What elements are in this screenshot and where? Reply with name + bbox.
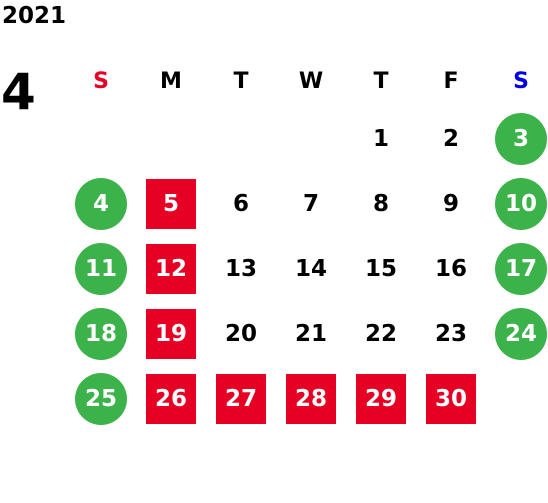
- day-cell-closed: 29: [346, 366, 416, 431]
- day-number: 11: [75, 242, 127, 295]
- day-number: 4: [75, 177, 127, 230]
- day-number: 18: [75, 307, 127, 360]
- day-number: 7: [302, 190, 319, 217]
- day-number: 17: [495, 242, 547, 295]
- day-number: 10: [495, 177, 547, 230]
- weekday-header: T: [373, 68, 389, 94]
- day-cell-closed: 26: [136, 366, 206, 431]
- day-number: 20: [224, 320, 257, 347]
- day-number: 13: [224, 255, 257, 282]
- day-cell-holiday: 25: [66, 366, 136, 431]
- empty-day-cell: [136, 106, 206, 171]
- day-number: 21: [294, 320, 327, 347]
- day-number: 14: [294, 255, 327, 282]
- day-cell-holiday: 10: [486, 171, 548, 236]
- day-number: 24: [495, 307, 547, 360]
- day-cell-holiday: 4: [66, 171, 136, 236]
- calendar-month: 4: [1, 63, 36, 121]
- day-number: 15: [364, 255, 397, 282]
- day-cell-closed: 28: [276, 366, 346, 431]
- day-cell: 23: [416, 301, 486, 366]
- day-cell-closed: 27: [206, 366, 276, 431]
- day-cell: 22: [346, 301, 416, 366]
- day-cell-closed: 5: [136, 171, 206, 236]
- day-cell-holiday: 11: [66, 236, 136, 301]
- day-cell: 2: [416, 106, 486, 171]
- empty-day-cell: [276, 106, 346, 171]
- weekday-header: W: [298, 68, 324, 94]
- day-cell: 6: [206, 171, 276, 236]
- day-cell: 8: [346, 171, 416, 236]
- empty-day-cell: [486, 366, 548, 431]
- day-cell: 15: [346, 236, 416, 301]
- day-number: 8: [372, 190, 389, 217]
- day-number: 2: [442, 125, 459, 152]
- day-cell: 21: [276, 301, 346, 366]
- day-number: 16: [434, 255, 467, 282]
- day-cell: 20: [206, 301, 276, 366]
- day-cell: 13: [206, 236, 276, 301]
- day-number: 19: [146, 308, 196, 359]
- weekday-header: T: [233, 68, 249, 94]
- day-cell-closed: 12: [136, 236, 206, 301]
- day-cell: 14: [276, 236, 346, 301]
- day-cell: 7: [276, 171, 346, 236]
- day-cell-holiday: 18: [66, 301, 136, 366]
- weekday-header: F: [443, 68, 459, 94]
- day-cell: 9: [416, 171, 486, 236]
- day-number: 6: [232, 190, 249, 217]
- empty-day-cell: [206, 106, 276, 171]
- day-number: 5: [146, 178, 196, 229]
- weekday-header: S: [513, 68, 529, 94]
- day-cell-holiday: 3: [486, 106, 548, 171]
- day-number: 25: [75, 372, 127, 425]
- day-number: 30: [426, 373, 476, 424]
- weekday-header: S: [93, 68, 109, 94]
- day-cell-closed: 30: [416, 366, 486, 431]
- day-number: 27: [216, 373, 266, 424]
- weekday-header: M: [160, 68, 182, 94]
- day-cell: 16: [416, 236, 486, 301]
- day-number: 3: [495, 112, 547, 165]
- day-cell-holiday: 24: [486, 301, 548, 366]
- day-number: 28: [286, 373, 336, 424]
- day-number: 12: [146, 243, 196, 294]
- day-cell: 1: [346, 106, 416, 171]
- empty-day-cell: [66, 106, 136, 171]
- day-number: 29: [356, 373, 406, 424]
- calendar-year: 2021: [2, 3, 67, 29]
- day-cell-holiday: 17: [486, 236, 548, 301]
- day-number: 1: [372, 125, 389, 152]
- day-cell-closed: 19: [136, 301, 206, 366]
- day-number: 22: [364, 320, 397, 347]
- day-number: 9: [442, 190, 459, 217]
- day-number: 26: [146, 373, 196, 424]
- day-number: 23: [434, 320, 467, 347]
